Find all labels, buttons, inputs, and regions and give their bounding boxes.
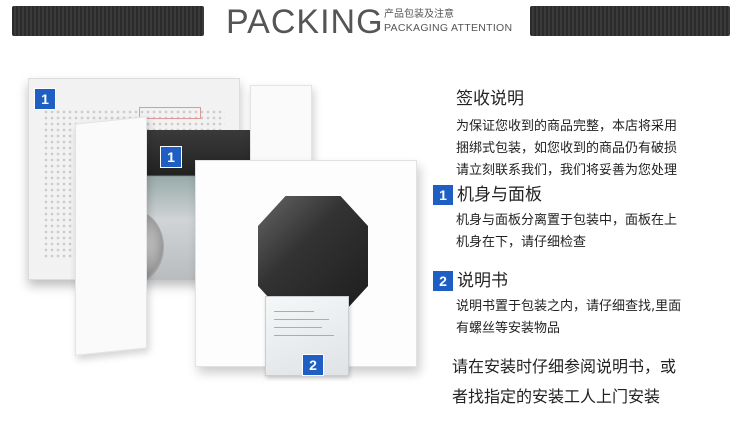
closing-line: 请在安装时仔细参阅说明书，或	[452, 357, 677, 376]
manual-line: 有螺丝等安装物品	[456, 321, 561, 336]
manual-heading: 说明书	[457, 271, 508, 291]
manual-text-line	[274, 319, 329, 320]
manual-text-line	[274, 311, 314, 312]
inspection-line: 为保证您收到的商品完整，本店将采用	[456, 119, 678, 134]
manual-text-line	[274, 335, 334, 336]
manual-text: 说明书置于包装之内，请仔细查找,里面 有螺丝等安装物品	[456, 296, 726, 340]
inspection-text: 为保证您收到的商品完整，本店将采用 捆绑式包装，如您收到的商品仍有破损 请立刻联…	[456, 116, 726, 182]
body-panel-line: 机身在下，请仔细检查	[456, 235, 587, 250]
body-panel-line: 机身与面板分离置于包装中，面板在上	[456, 213, 678, 228]
header-band-right	[530, 6, 730, 36]
header-subtitle: 产品包装及注意 PACKAGING ATTENTION	[384, 8, 526, 35]
inspection-line: 捆绑式包装，如您收到的商品仍有破损	[456, 141, 678, 156]
body-panel-number: 1	[432, 184, 454, 206]
panel-badge: 1	[34, 88, 56, 110]
page-title: PACKING	[226, 3, 384, 41]
body-panel-heading: 机身与面板	[457, 185, 542, 205]
header-subtitle-en: PACKAGING ATTENTION	[384, 22, 513, 34]
manual-number: 2	[432, 270, 454, 292]
foam-block-left	[75, 116, 147, 356]
manual-line: 说明书置于包装之内，请仔细查找,里面	[456, 299, 682, 314]
inspection-heading: 签收说明	[456, 89, 524, 109]
fan-body-badge: 1	[160, 146, 182, 168]
header-subtitle-cn: 产品包装及注意	[384, 9, 454, 20]
header-band-left	[12, 6, 204, 36]
closing-text: 请在安装时仔细参阅说明书，或 者找指定的安装工人上门安装	[452, 352, 732, 412]
body-panel-text: 机身与面板分离置于包装中，面板在上 机身在下，请仔细检查	[456, 210, 726, 254]
manual-badge: 2	[302, 354, 324, 376]
inspection-line: 请立刻联系我们，我们将妥善为您处理	[456, 163, 678, 178]
manual-text-line	[274, 327, 322, 328]
panel-sticker	[139, 107, 201, 119]
product-photo: 1 1 2	[20, 60, 420, 420]
closing-line: 者找指定的安装工人上门安装	[452, 387, 661, 406]
